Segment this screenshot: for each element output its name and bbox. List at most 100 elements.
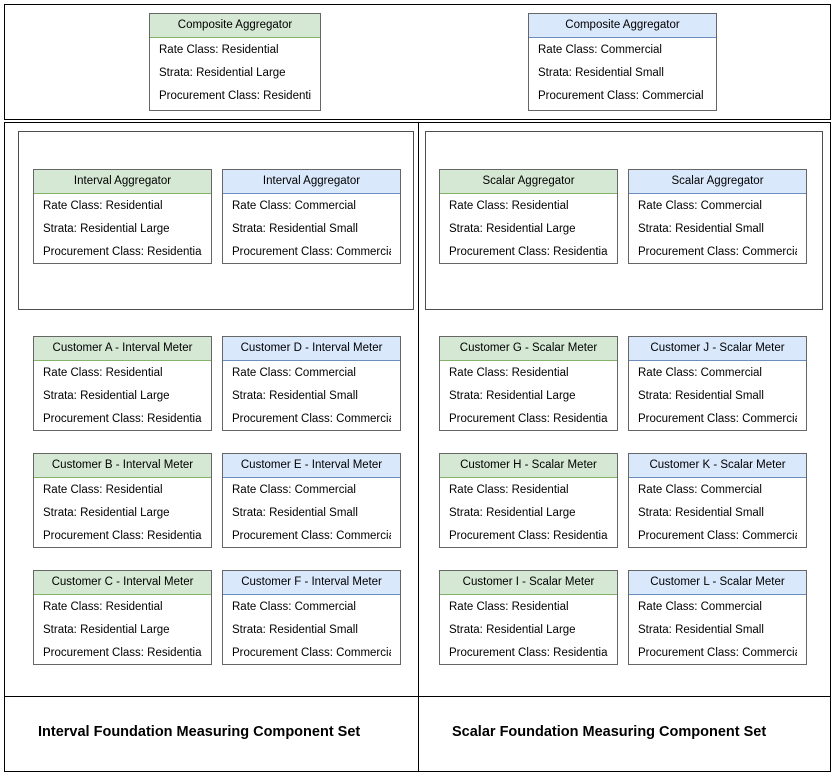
interval-meter-card-attribute: Procurement Class: Commercial: [232, 530, 391, 542]
composite-aggregator-card-attribute: Rate Class: Residential: [159, 44, 279, 56]
interval-set-label: Interval Foundation Measuring Component …: [38, 724, 361, 740]
scalar-meter-card-attribute: Rate Class: Commercial: [638, 601, 762, 613]
interval-meter-card-attribute: Rate Class: Residential: [43, 484, 163, 496]
interval-meter-card-attribute: Procurement Class: Residential: [43, 647, 202, 659]
scalar-meter-card-attribute: Rate Class: Residential: [449, 484, 569, 496]
scalar-aggregator-card-title: Scalar Aggregator: [440, 170, 617, 194]
interval-meter-card-title: Customer F - Interval Meter: [223, 571, 400, 595]
scalar-meter-card-title: Customer H - Scalar Meter: [440, 454, 617, 478]
interval-meter-card-attribute: Procurement Class: Residential: [43, 413, 202, 425]
scalar-meter-card-attribute: Strata: Residential Large: [449, 507, 576, 519]
interval-aggregator-card-attribute: Strata: Residential Large: [43, 223, 170, 235]
interval-meter-card-attribute: Rate Class: Residential: [43, 601, 163, 613]
set-label-divider: [4, 696, 831, 697]
scalar-meter-card-attribute: Procurement Class: Commercial: [638, 413, 797, 425]
scalar-aggregator-card-attribute: Procurement Class: Commercial: [638, 246, 797, 258]
composite-aggregator-card-attribute: Procurement Class: Residential: [159, 90, 311, 102]
scalar-meter-card-attribute: Rate Class: Commercial: [638, 367, 762, 379]
interval-meter-card-attribute: Rate Class: Commercial: [232, 484, 356, 496]
interval-meter-card-title: Customer A - Interval Meter: [34, 337, 211, 361]
interval-aggregator-card-attribute: Procurement Class: Commercial: [232, 246, 391, 258]
scalar-set-label: Scalar Foundation Measuring Component Se…: [452, 724, 767, 740]
composite-aggregator-card-title: Composite Aggregator: [150, 14, 320, 38]
scalar-aggregator-card-attribute: Strata: Residential Large: [449, 223, 576, 235]
interval-meter-card-attribute: Procurement Class: Residential: [43, 530, 202, 542]
scalar-meter-card-title: Customer L - Scalar Meter: [629, 571, 806, 595]
scalar-meter-card-attribute: Procurement Class: Residential: [449, 413, 608, 425]
scalar-aggregator-card-title: Scalar Aggregator: [629, 170, 806, 194]
interval-aggregator-group: [18, 131, 414, 310]
scalar-meter-card-attribute: Rate Class: Residential: [449, 601, 569, 613]
interval-aggregator-card-title: Interval Aggregator: [223, 170, 400, 194]
composite-aggregator-card-attribute: Procurement Class: Commercial: [538, 90, 704, 102]
interval-meter-card-attribute: Rate Class: Residential: [43, 367, 163, 379]
scalar-meter-card-title: Customer I - Scalar Meter: [440, 571, 617, 595]
interval-aggregator-card-attribute: Procurement Class: Residential: [43, 246, 202, 258]
scalar-aggregator-group: [425, 131, 823, 310]
composite-aggregator-container: [4, 4, 831, 120]
scalar-meter-card-title: Customer J - Scalar Meter: [629, 337, 806, 361]
scalar-meter-card-attribute: Strata: Residential Small: [638, 624, 764, 636]
interval-meter-card-attribute: Procurement Class: Commercial: [232, 647, 391, 659]
scalar-aggregator-card-attribute: Strata: Residential Small: [638, 223, 764, 235]
scalar-meter-card-attribute: Procurement Class: Residential: [449, 647, 608, 659]
scalar-meter-card-attribute: Strata: Residential Large: [449, 390, 576, 402]
interval-meter-card-attribute: Strata: Residential Large: [43, 624, 170, 636]
composite-aggregator-card-attribute: Strata: Residential Large: [159, 67, 286, 79]
interval-meter-card-title: Customer E - Interval Meter: [223, 454, 400, 478]
interval-meter-card-title: Customer B - Interval Meter: [34, 454, 211, 478]
interval-meter-card-attribute: Rate Class: Commercial: [232, 601, 356, 613]
scalar-meter-card-attribute: Strata: Residential Small: [638, 507, 764, 519]
foundation-sets-container: [4, 122, 831, 772]
scalar-aggregator-card-attribute: Rate Class: Residential: [449, 200, 569, 212]
interval-meter-card-title: Customer D - Interval Meter: [223, 337, 400, 361]
interval-scalar-divider: [418, 122, 419, 772]
interval-meter-card-attribute: Strata: Residential Large: [43, 390, 170, 402]
interval-aggregator-card-attribute: Rate Class: Commercial: [232, 200, 356, 212]
interval-meter-card-title: Customer C - Interval Meter: [34, 571, 211, 595]
interval-meter-card-attribute: Strata: Residential Small: [232, 624, 358, 636]
composite-aggregator-card-attribute: Rate Class: Commercial: [538, 44, 662, 56]
scalar-meter-card-attribute: Procurement Class: Residential: [449, 530, 608, 542]
interval-aggregator-card-attribute: Rate Class: Residential: [43, 200, 163, 212]
interval-aggregator-card-attribute: Strata: Residential Small: [232, 223, 358, 235]
interval-meter-card-attribute: Strata: Residential Small: [232, 507, 358, 519]
composite-aggregator-card-title: Composite Aggregator: [529, 14, 716, 38]
scalar-meter-card-attribute: Procurement Class: Commercial: [638, 530, 797, 542]
scalar-meter-card-title: Customer G - Scalar Meter: [440, 337, 617, 361]
interval-meter-card-attribute: Procurement Class: Commercial: [232, 413, 391, 425]
